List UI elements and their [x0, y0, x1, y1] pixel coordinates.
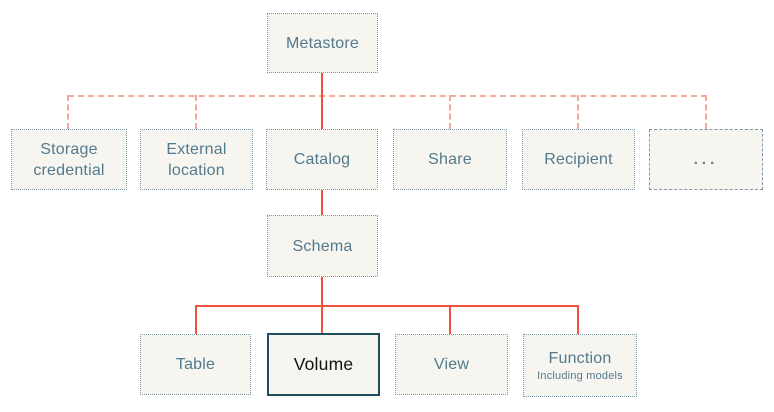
node-schema-label: Schema — [292, 237, 353, 255]
node-recipient-label: Recipient — [544, 151, 613, 168]
node-external-location: External location — [140, 129, 253, 190]
node-table: Table — [140, 334, 251, 395]
node-metastore-label: Metastore — [286, 34, 359, 52]
connector-drop-external-location — [195, 95, 197, 129]
node-table-label: Table — [175, 356, 216, 373]
node-volume-highlighted: Volume — [267, 333, 380, 396]
connector-drop-recipient — [577, 95, 579, 129]
node-metastore: Metastore — [267, 13, 378, 73]
connector-drop-share — [449, 95, 451, 129]
node-external-location-label: External location — [166, 140, 227, 179]
node-volume-label: Volume — [293, 354, 354, 374]
connector-schema-children-horizontal — [195, 305, 579, 307]
connector-drop-ellipsis — [705, 95, 707, 129]
node-storage-credential-label: Storage credential — [33, 140, 105, 179]
node-recipient: Recipient — [522, 129, 635, 190]
node-view-label: View — [433, 356, 470, 373]
node-share-label: Share — [428, 151, 472, 168]
connector-drop-table — [195, 305, 197, 334]
connector-drop-storage-credential — [67, 95, 69, 129]
node-catalog: Catalog — [266, 129, 378, 190]
node-ellipsis: ... — [649, 129, 763, 190]
node-storage-credential: Storage credential — [11, 129, 127, 190]
connector-metastore-catalog — [321, 73, 323, 129]
node-schema: Schema — [267, 215, 378, 277]
connector-drop-function — [577, 305, 579, 336]
node-share: Share — [393, 129, 507, 190]
node-function: Function Including models — [523, 334, 637, 397]
connector-metastore-children-horizontal — [68, 95, 707, 97]
node-function-label: Function — [548, 350, 612, 367]
node-catalog-label: Catalog — [293, 151, 351, 168]
connector-catalog-schema — [321, 190, 323, 215]
node-view: View — [395, 334, 508, 395]
node-function-sublabel: Including models — [537, 370, 623, 382]
node-ellipsis-label: ... — [693, 151, 719, 168]
connector-drop-view — [449, 305, 451, 334]
